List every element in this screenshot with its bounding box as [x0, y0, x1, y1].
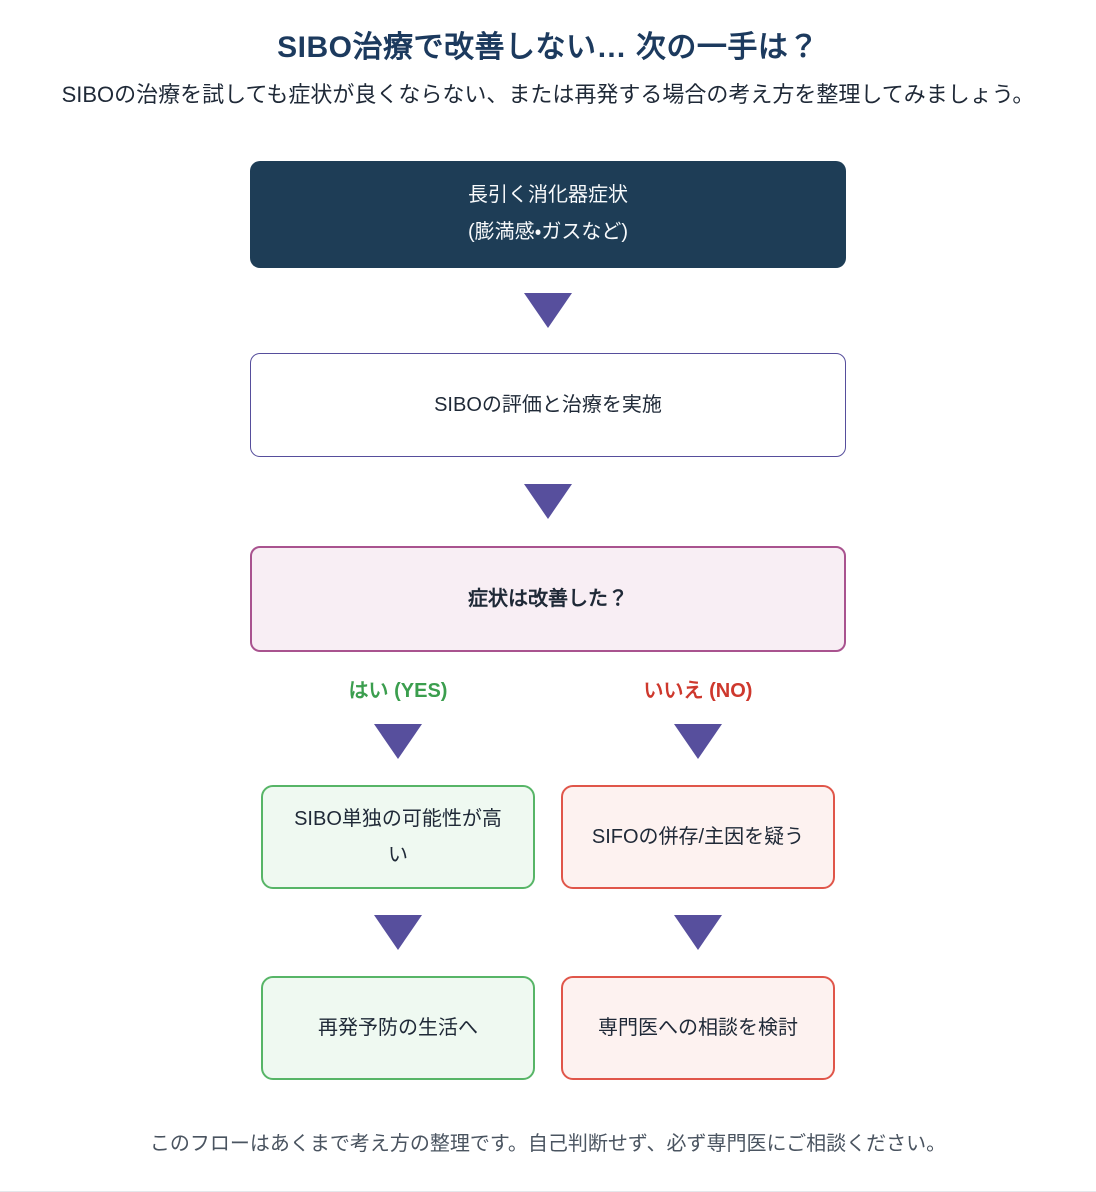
arrow-down-icon — [674, 723, 722, 759]
node-decision-improved: 症状は改善した？ — [250, 545, 846, 652]
page-subtitle: SIBOの治療を試しても症状が良くならない、または再発する場合の考え方を整理して… — [61, 82, 1035, 107]
yes-branch-column: はい (YES) SIBO単独の可能性が高い 再発予防の生活へ — [261, 678, 535, 1080]
arrow-down-icon — [524, 292, 572, 328]
no-label: いいえ (NO) — [643, 679, 753, 702]
branches-row: はい (YES) SIBO単独の可能性が高い 再発予防の生活へ いいえ (NO)… — [250, 678, 846, 1080]
arrow-down-icon — [674, 914, 722, 950]
node-sifo-suspect: SIFOの併存/主因を疑う — [561, 784, 835, 889]
node-consult-specialist: 専門医への相談を検討 — [561, 975, 835, 1080]
arrow-down-icon — [374, 914, 422, 950]
node-sibo-only: SIBO単独の可能性が高い — [261, 784, 535, 889]
disclaimer-note: このフローはあくまで考え方の整理です。自己判断せず、必ず専門医にご相談ください。 — [149, 1132, 947, 1155]
arrow-down-icon — [524, 483, 572, 519]
node-start-symptoms: 長引く消化器症状 (膨満感・ガスなど) — [250, 160, 846, 268]
node-sibo-treatment: SIBOの評価と治療を実施 — [250, 352, 846, 457]
no-branch-column: いいえ (NO) SIFOの併存/主因を疑う 専門医への相談を検討 — [561, 678, 835, 1080]
node-start-line2: (膨満感・ガスなど) — [467, 221, 629, 244]
node-relapse-prevention: 再発予防の生活へ — [261, 975, 535, 1080]
flowchart: 長引く消化器症状 (膨満感・ガスなど) SIBOの評価と治療を実施 症状は改善し… — [250, 160, 846, 1080]
arrow-down-icon — [374, 723, 422, 759]
page-title: SIBO治療で改善しない… 次の一手は？ — [277, 31, 819, 64]
yes-label: はい (YES) — [348, 679, 448, 702]
node-start-line1: 長引く消化器症状 — [468, 184, 628, 207]
